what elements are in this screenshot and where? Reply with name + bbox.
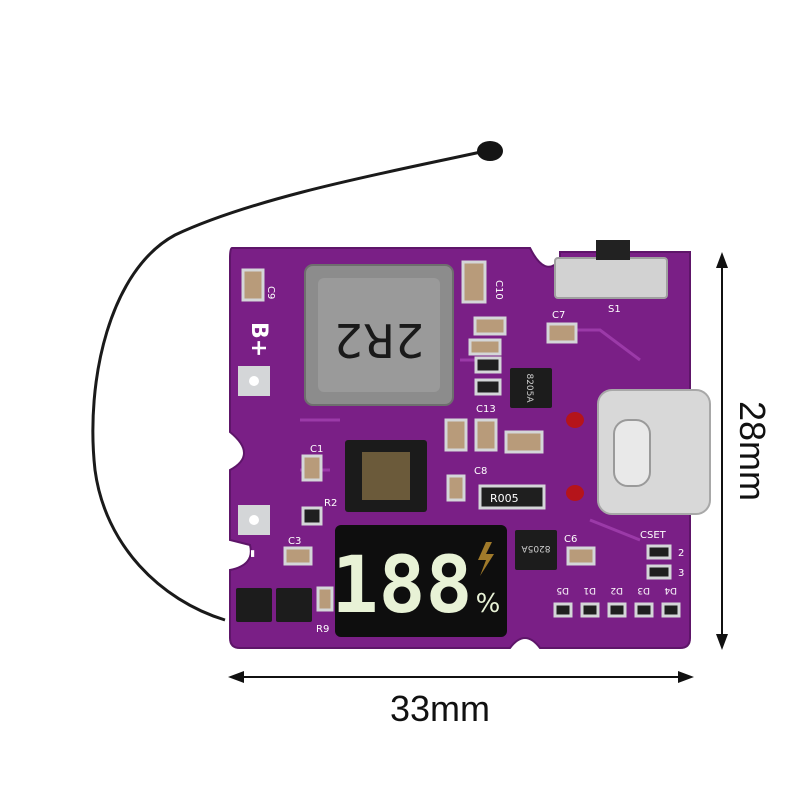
silk-label-c7: C7 — [552, 310, 565, 321]
silk-label-c13: C13 — [476, 404, 496, 415]
silk-label-c10: C10 — [493, 280, 504, 300]
inductor-top — [318, 278, 440, 392]
indicator-led-bottom — [566, 485, 584, 501]
mosfet-chip-top-marking: 8205A — [524, 373, 534, 403]
silk-label-minus: - — [240, 549, 265, 558]
height-dimension-arrow — [716, 252, 728, 650]
silk-label-b-plus: B+ — [246, 322, 271, 357]
silk-label-c8: C8 — [474, 466, 487, 477]
silk-label-c1: C1 — [310, 444, 323, 455]
slide-switch-knob — [596, 240, 630, 260]
mosfet-chip-top — [510, 368, 552, 408]
silk-label-d3: D3 — [637, 585, 650, 595]
silk-label-c3: C3 — [288, 536, 301, 547]
slide-switch — [554, 257, 668, 299]
silk-label-r2: R2 — [324, 498, 337, 509]
mosfet-chip-bottom-marking: 8205A — [521, 543, 551, 553]
transistor-left — [236, 588, 272, 622]
thermistor-bead — [477, 141, 503, 161]
silk-label-d2: D2 — [610, 585, 623, 595]
charging-bolt-icon — [478, 542, 494, 576]
mosfet-chip-bottom — [515, 530, 557, 570]
silk-label-cset-3: 3 — [678, 568, 684, 579]
silk-label-d5: D5 — [556, 585, 569, 595]
usb-c-opening — [613, 419, 651, 487]
silk-label-r005: R005 — [490, 492, 519, 505]
silk-label-cset: CSET — [640, 530, 667, 541]
silk-label-s1: S1 — [608, 304, 621, 315]
width-dimension-label: 33mm — [389, 688, 491, 729]
transistor-right — [276, 588, 312, 622]
controller-ic-pad — [362, 452, 410, 500]
battery-pad-positive-hole — [249, 376, 259, 386]
inductor-marking: 2R2 — [334, 313, 425, 367]
smd-components — [241, 260, 681, 618]
indicator-led-top — [566, 412, 584, 428]
led-display — [335, 525, 507, 637]
silk-label-r9: R9 — [316, 624, 329, 635]
height-dimension-label: 28mm — [732, 400, 773, 502]
display-percent: % — [476, 589, 501, 619]
thermistor-wire — [91, 148, 491, 622]
silk-label-d4: D4 — [664, 585, 677, 595]
battery-pad-negative-hole — [249, 515, 259, 525]
width-dimension-arrow — [228, 671, 694, 683]
silk-label-cset-2: 2 — [678, 548, 684, 559]
silk-label-c9: C9 — [265, 286, 276, 299]
silk-label-d1: D1 — [583, 585, 596, 595]
display-digits: 188 — [332, 541, 473, 631]
silk-label-c6: C6 — [564, 534, 577, 545]
